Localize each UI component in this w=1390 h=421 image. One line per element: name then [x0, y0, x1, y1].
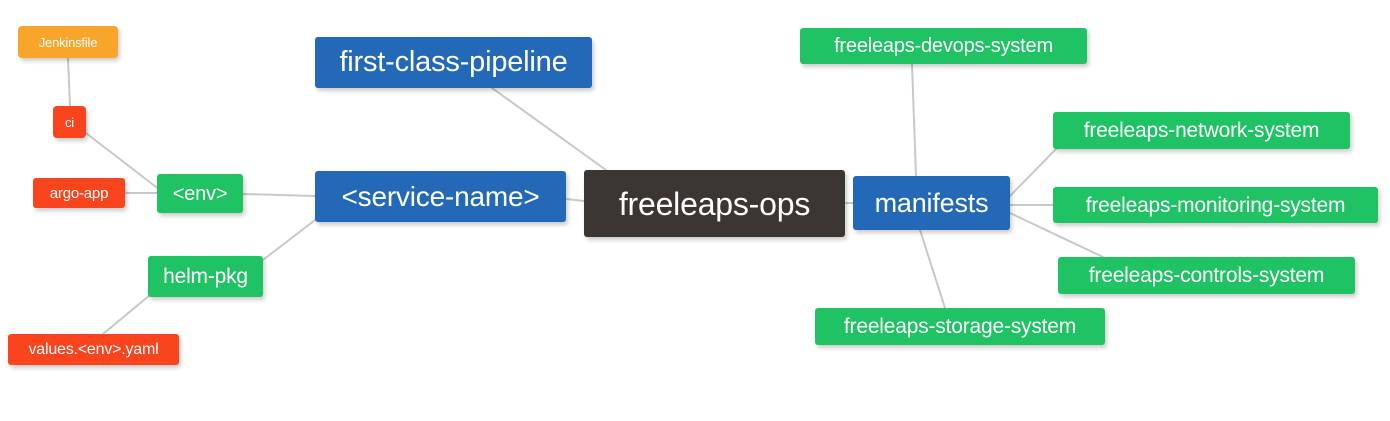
node-service-name[interactable]: <service-name> — [315, 171, 566, 222]
edge-manifests-to-freeleaps-network-system — [1009, 148, 1057, 197]
node-freeleaps-devops-system[interactable]: freeleaps-devops-system — [800, 28, 1087, 64]
node-values-yaml[interactable]: values.<env>.yaml — [8, 334, 179, 365]
node-freeleaps-controls-system[interactable]: freeleaps-controls-system — [1058, 257, 1355, 294]
edge-service-name-to-freeleaps-ops — [565, 198, 585, 202]
edge-manifests-to-freeleaps-devops-system — [911, 63, 917, 177]
node-jenkinsfile[interactable]: Jenkinsfile — [18, 26, 118, 58]
node-freeleaps-monitoring-system[interactable]: freeleaps-monitoring-system — [1053, 187, 1378, 223]
node-argo-app[interactable]: argo-app — [33, 178, 125, 208]
node-freeleaps-network-system[interactable]: freeleaps-network-system — [1053, 112, 1350, 149]
edge-env-to-service-name — [242, 193, 316, 197]
edge-manifests-to-freeleaps-storage-system — [919, 229, 946, 309]
node-first-class-pipeline[interactable]: first-class-pipeline — [315, 37, 592, 88]
node-ci[interactable]: ci — [53, 106, 86, 138]
node-freeleaps-storage-system[interactable]: freeleaps-storage-system — [815, 308, 1105, 345]
edge-first-class-pipeline-to-freeleaps-ops — [491, 87, 607, 171]
node-env[interactable]: <env> — [157, 174, 243, 213]
edge-jenkinsfile-to-ci — [67, 57, 71, 107]
node-manifests[interactable]: manifests — [853, 176, 1010, 230]
node-freeleaps-ops[interactable]: freeleaps-ops — [584, 170, 845, 237]
edge-service-name-to-helm-pkg — [262, 219, 316, 261]
edge-helm-pkg-to-values-yaml — [102, 294, 151, 335]
node-helm-pkg[interactable]: helm-pkg — [148, 256, 263, 297]
